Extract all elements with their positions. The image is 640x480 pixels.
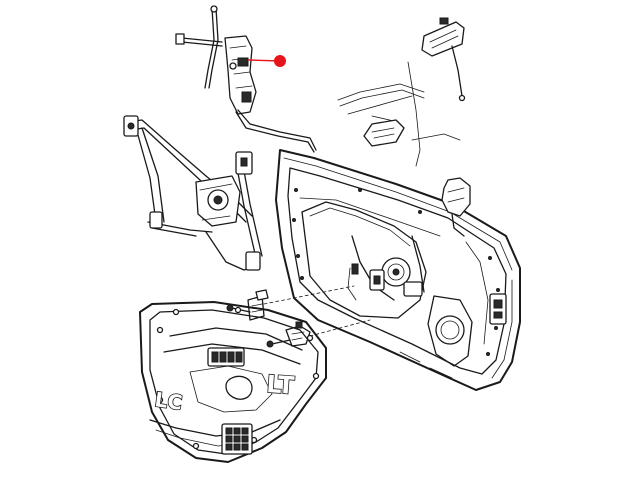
outside-door-handle[interactable]	[421, 17, 466, 102]
door-shell	[275, 149, 521, 391]
lower-switch-block[interactable]	[221, 423, 253, 455]
regulator-rail[interactable]	[205, 151, 263, 271]
handle-bracket-screw[interactable]	[266, 339, 291, 348]
door-latch-assembly[interactable]	[204, 5, 317, 153]
latch-screw[interactable]	[175, 33, 223, 47]
door-lock-actuator[interactable]	[489, 293, 507, 325]
side-mirror[interactable]	[441, 177, 471, 237]
handle-bracket[interactable]	[285, 321, 311, 347]
install-leader-lines	[263, 285, 371, 337]
installed-regulator	[347, 235, 425, 301]
callout-indicator	[247, 55, 286, 67]
window-regulator[interactable]	[123, 115, 253, 237]
door-trim-panel[interactable]	[139, 301, 327, 463]
panel-label-left: LC	[153, 387, 183, 415]
regulator-motor[interactable]	[195, 175, 241, 227]
panel-label-right: LT	[266, 370, 296, 400]
body-side-inset	[337, 61, 461, 167]
inside-handle-bezel[interactable]	[363, 119, 405, 147]
window-switch-bezel[interactable]	[207, 347, 245, 367]
callout-dot	[274, 55, 286, 67]
